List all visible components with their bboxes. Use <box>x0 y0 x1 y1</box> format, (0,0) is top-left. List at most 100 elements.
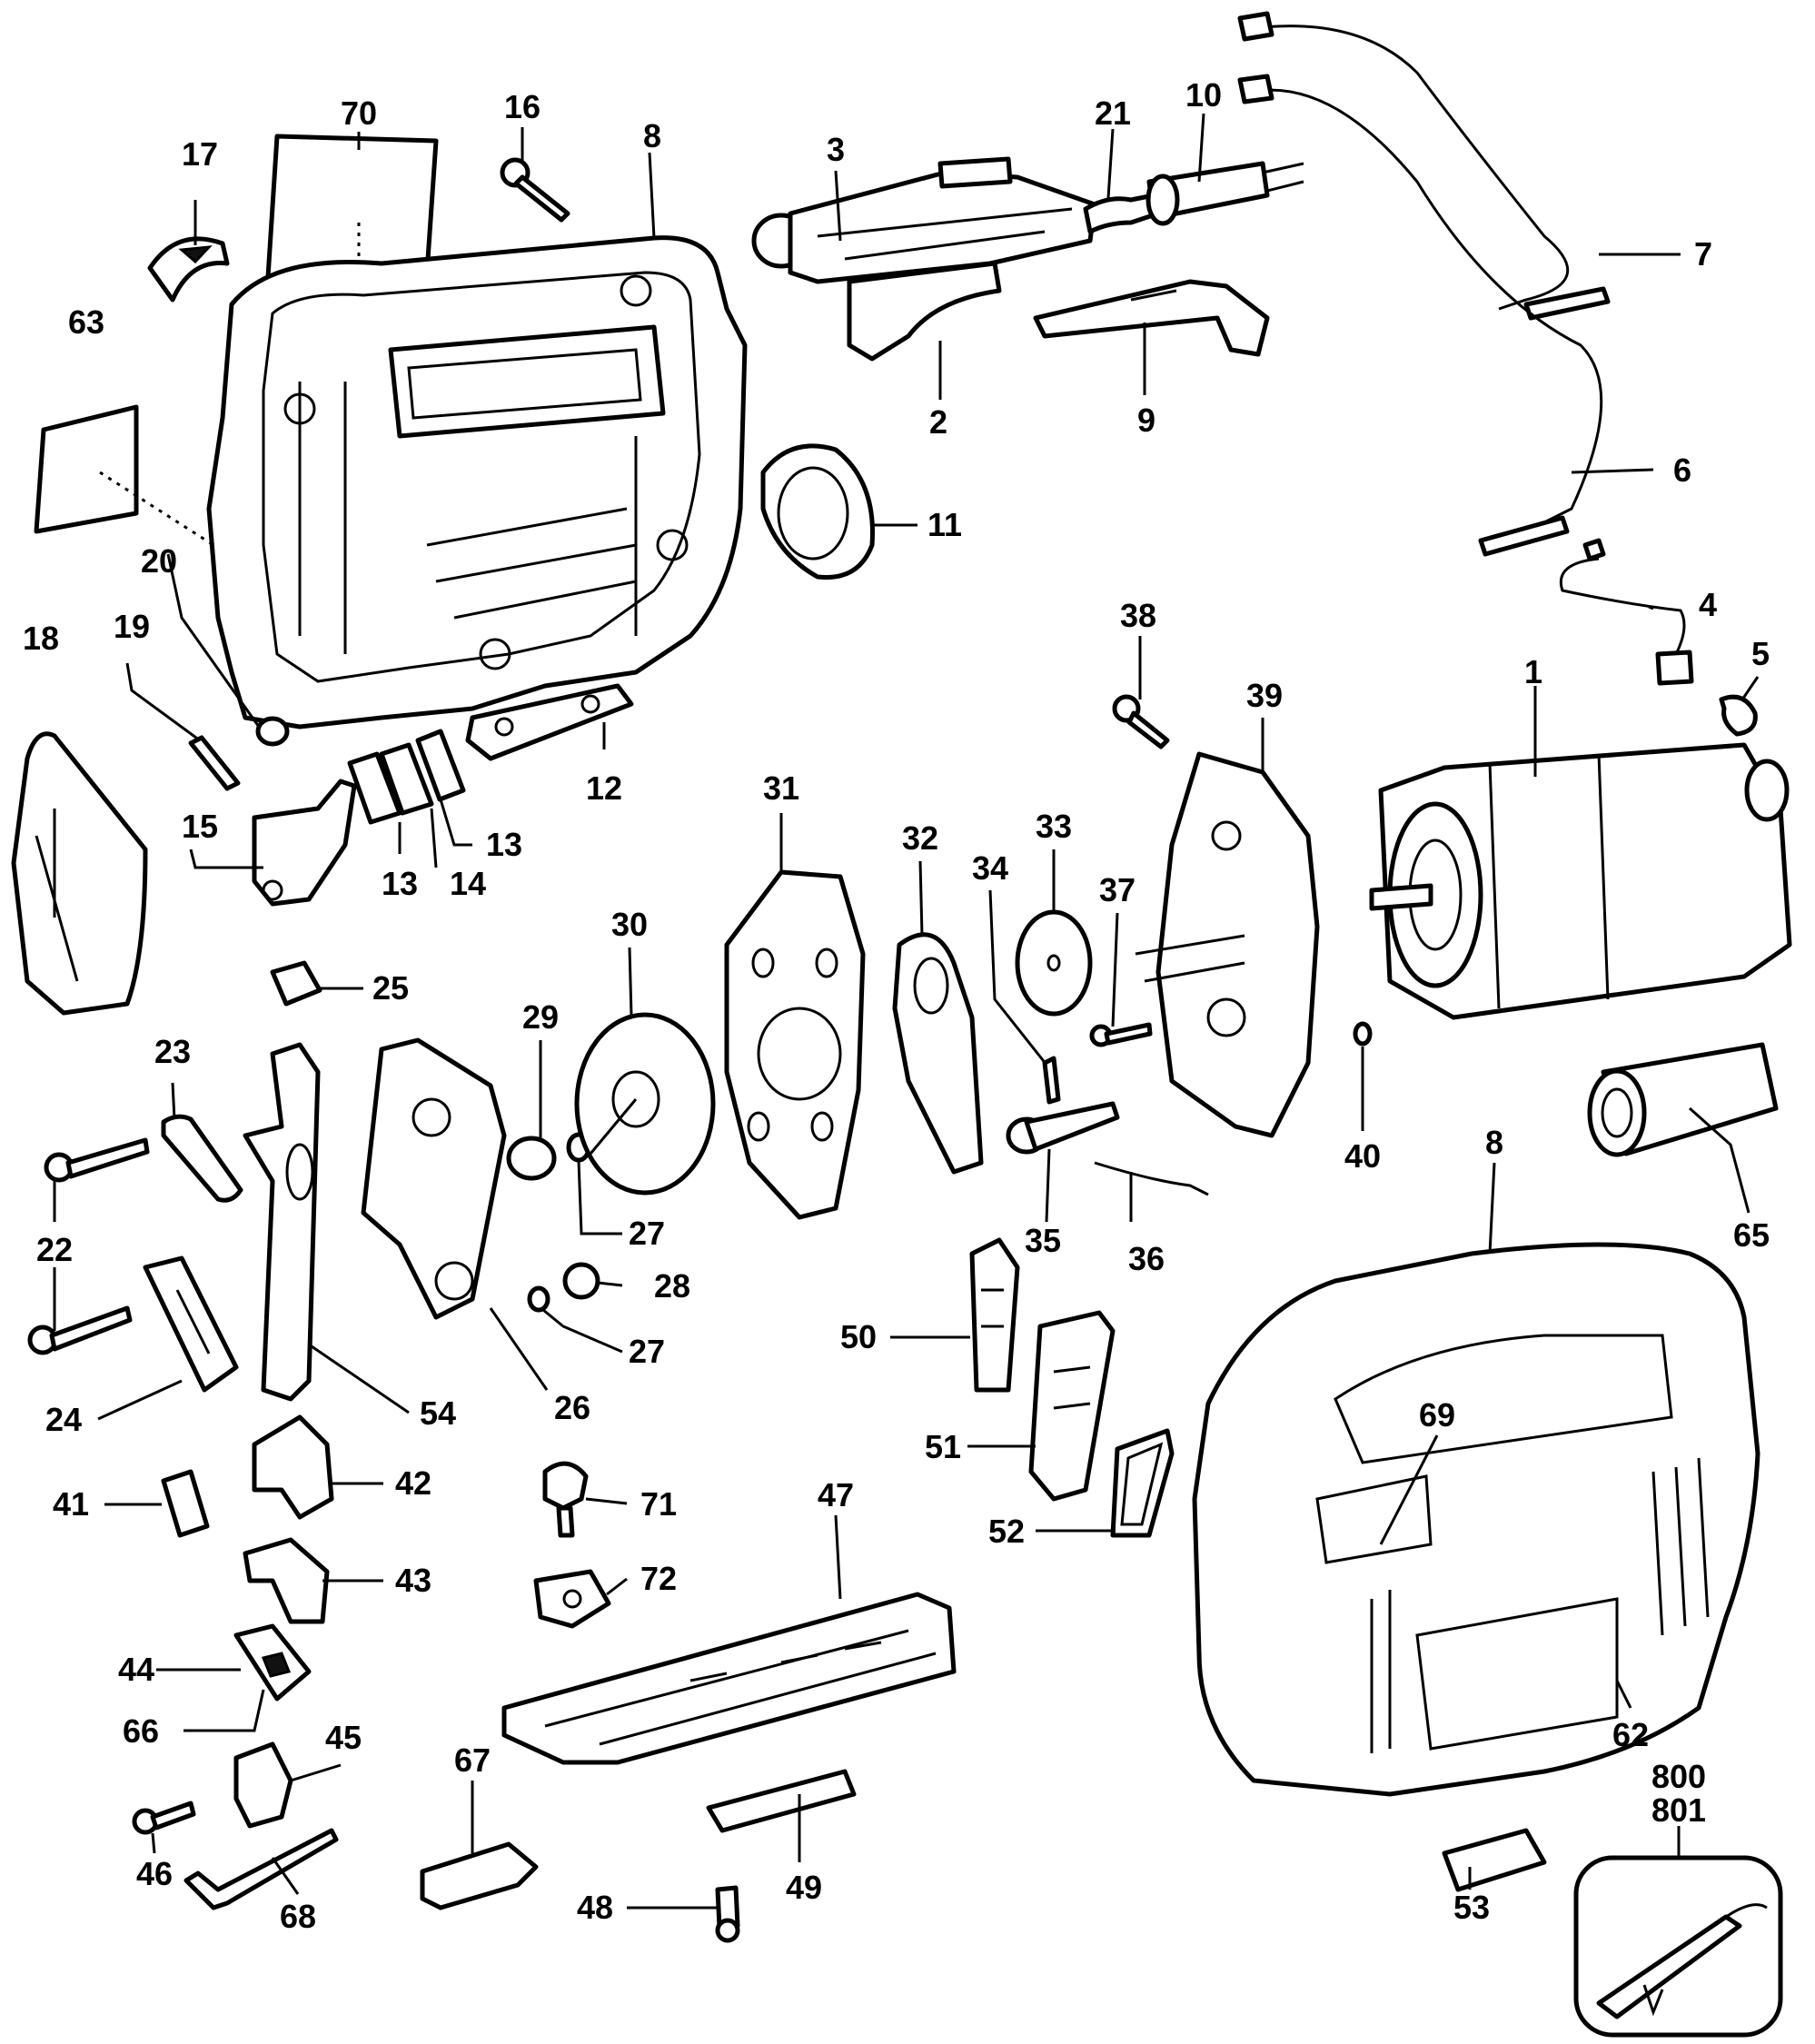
callout-20: 20 <box>141 542 177 580</box>
part-19-pin <box>188 735 241 791</box>
part-43-clamp <box>243 1537 330 1624</box>
part-30-gear <box>574 1012 716 1196</box>
part-68-hex-key <box>183 1828 339 1910</box>
callout-25: 25 <box>372 969 409 1007</box>
part-10-plug <box>1146 161 1304 226</box>
part-23-link <box>161 1114 243 1203</box>
callout-63: 63 <box>68 303 104 341</box>
callout-28: 28 <box>654 1267 690 1305</box>
part-4-lead <box>1560 538 1694 686</box>
part-52-seal <box>1110 1428 1175 1538</box>
part-6-wire <box>1237 74 1603 557</box>
part-3-switch-assembly <box>751 156 1097 284</box>
callout-48: 48 <box>577 1889 613 1926</box>
callout-67: 67 <box>454 1741 491 1779</box>
part-67-clip <box>420 1841 539 1910</box>
part-51-plate <box>1028 1310 1116 1502</box>
part-33-washer <box>1015 909 1093 1017</box>
callout-5: 5 <box>1751 635 1770 672</box>
callout-66: 66 <box>123 1712 159 1750</box>
part-26-frame <box>361 1037 507 1320</box>
callout-43: 43 <box>395 1562 431 1599</box>
callout-65: 65 <box>1733 1216 1770 1254</box>
callout-40: 40 <box>1344 1137 1381 1175</box>
callout-53: 53 <box>1453 1889 1490 1926</box>
part-36-wrench <box>1094 1161 1209 1196</box>
callout-35: 35 <box>1025 1222 1061 1259</box>
part-25-block <box>270 960 322 1007</box>
part-8-housing-right <box>1192 1242 1760 1797</box>
callout-17: 17 <box>182 135 218 173</box>
callout-47: 47 <box>818 1476 854 1513</box>
part-29-pinion <box>506 1136 557 1181</box>
part-41-block <box>161 1469 210 1538</box>
part-22-screw-lower <box>27 1305 133 1355</box>
part-12-plate <box>465 683 634 761</box>
part-63-label <box>34 404 214 547</box>
part-15-bracket <box>252 779 357 907</box>
callout-52: 52 <box>988 1513 1025 1550</box>
part-11-bush <box>760 443 875 580</box>
callout-27-lower: 27 <box>629 1333 665 1370</box>
callout-3: 3 <box>827 131 845 168</box>
callout-44: 44 <box>118 1651 154 1688</box>
callout-8-bottom: 8 <box>1485 1124 1503 1161</box>
callout-19: 19 <box>114 608 150 645</box>
callout-49: 49 <box>786 1869 822 1906</box>
part-70-label <box>265 134 439 280</box>
callout-7: 7 <box>1694 235 1712 273</box>
callout-800: 800 <box>1651 1758 1706 1795</box>
callout-39: 39 <box>1246 677 1283 714</box>
callout-27-upper: 27 <box>629 1215 665 1252</box>
callout-24: 24 <box>45 1401 82 1438</box>
callout-4: 4 <box>1699 586 1717 623</box>
part-1-motor <box>1369 742 1792 1020</box>
part-45-clamp <box>233 1741 293 1829</box>
part-44-66-holder <box>233 1623 312 1702</box>
callout-22-upper: 22 <box>36 1231 73 1268</box>
callout-13-right: 13 <box>486 826 522 863</box>
part-39-gear-plate <box>1135 751 1320 1138</box>
part-32-cam <box>892 932 984 1175</box>
callout-16: 16 <box>504 88 541 125</box>
callout-69: 69 <box>1419 1396 1455 1434</box>
callout-29: 29 <box>522 998 559 1036</box>
part-46-screw <box>132 1801 196 1835</box>
callout-801: 801 <box>1651 1791 1706 1829</box>
callout-72: 72 <box>640 1560 677 1597</box>
callout-30: 30 <box>611 906 648 943</box>
callout-10: 10 <box>1185 76 1222 114</box>
part-2-trigger <box>847 261 1002 362</box>
callout-labels: 1 2 3 4 5 6 7 8 8 9 10 11 12 13 13 14 15… <box>23 76 1770 1935</box>
part-31-plate <box>724 869 866 1220</box>
part-40-washer <box>1353 1021 1373 1047</box>
callout-9: 9 <box>1137 402 1155 439</box>
part-65-brush-holder <box>1587 1042 1779 1157</box>
part-72-clamp-plate <box>533 1569 611 1629</box>
callout-36: 36 <box>1128 1240 1165 1277</box>
callout-1: 1 <box>1524 653 1542 690</box>
part-8-housing-left <box>206 235 748 729</box>
callout-13-left: 13 <box>382 865 418 902</box>
part-49-plate <box>706 1769 857 1833</box>
part-47-base <box>501 1592 957 1765</box>
callout-23: 23 <box>154 1033 191 1070</box>
part-28-nut <box>562 1262 600 1300</box>
callout-21: 21 <box>1095 94 1131 132</box>
callout-12: 12 <box>586 769 622 807</box>
callout-15: 15 <box>182 808 218 845</box>
part-42-clamp <box>252 1414 334 1520</box>
inset-800-801 <box>1573 1855 1783 2038</box>
callout-26: 26 <box>554 1389 590 1426</box>
part-35-shaft <box>1006 1101 1120 1155</box>
part-13-14-plates <box>347 729 466 825</box>
part-7-wire <box>1237 11 1611 321</box>
callout-34: 34 <box>972 849 1008 887</box>
callout-54: 54 <box>420 1394 456 1432</box>
callout-68: 68 <box>280 1898 316 1935</box>
callout-33: 33 <box>1036 808 1072 845</box>
part-34-pin <box>1042 1056 1061 1105</box>
part-18-cover <box>11 731 148 1016</box>
callout-2: 2 <box>929 403 947 441</box>
